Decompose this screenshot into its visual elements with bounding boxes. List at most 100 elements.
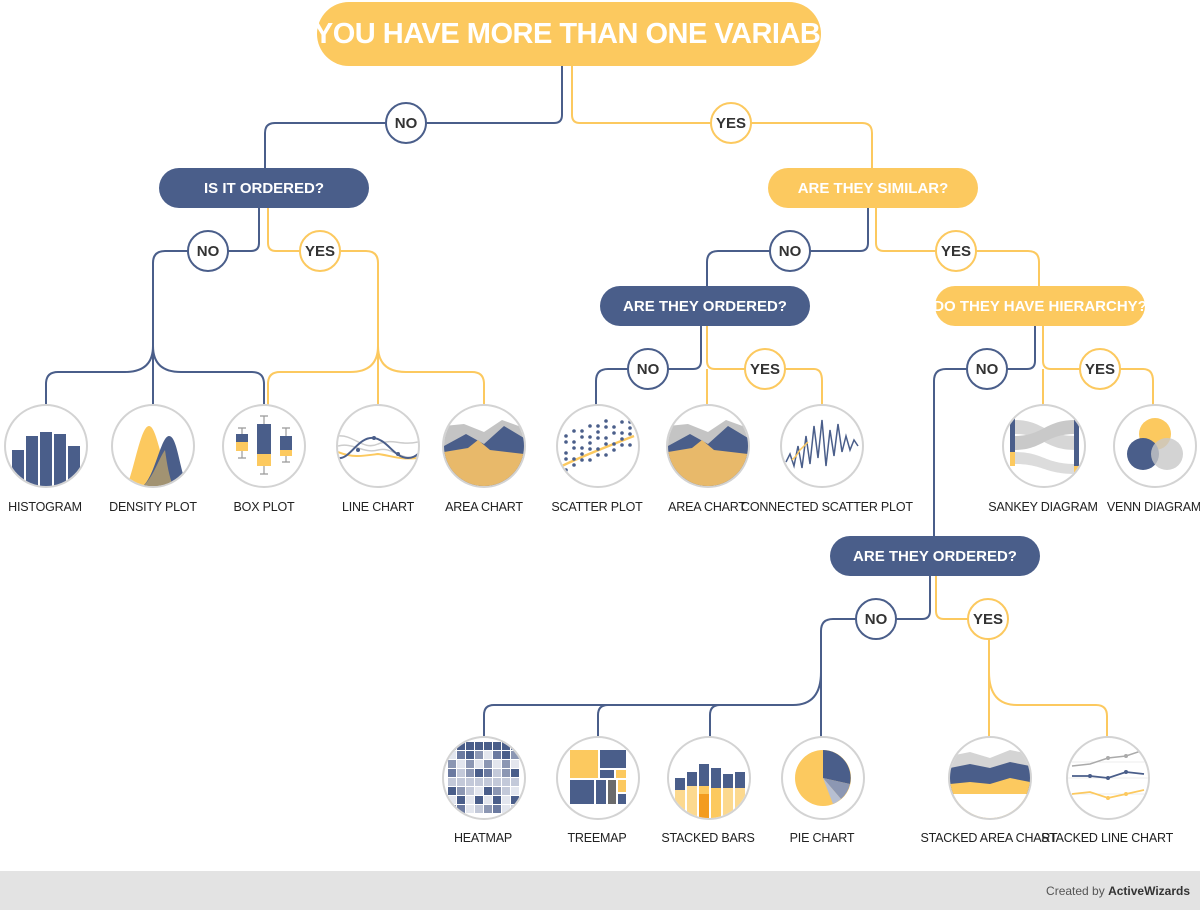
box-plot-icon: [222, 404, 306, 488]
heatmap-cell: [475, 778, 483, 786]
heatmap-cell: [502, 751, 510, 759]
brand-name: ActiveWizards: [1108, 884, 1190, 898]
scatter-dot: [588, 435, 592, 439]
scatter-dot: [596, 424, 600, 428]
heatmap-cell: [466, 778, 474, 786]
pie-chart-icon: [781, 736, 865, 820]
heatmap-cell: [457, 796, 465, 804]
scatter-dot: [612, 425, 616, 429]
heatmap-cell: [511, 796, 519, 804]
scatter-dot: [604, 419, 608, 423]
heatmap-cell: [502, 760, 510, 768]
scatter-plot-icon: [556, 404, 640, 488]
heatmap-cell: [484, 778, 492, 786]
heatmap-cell: [457, 751, 465, 759]
chart-label-area-chart: AREA CHART: [445, 500, 523, 514]
scatter-dot: [620, 431, 624, 435]
heatmap-cell: [466, 787, 474, 795]
heatmap-cell: [475, 796, 483, 804]
area-chart-icon: [442, 404, 526, 488]
heatmap-cell: [448, 760, 456, 768]
scatter-dot: [564, 457, 568, 461]
chart-label-treemap: TREEMAP: [567, 831, 627, 845]
scatter-dot: [580, 458, 584, 462]
heatmap-cell: [475, 805, 483, 813]
heatmap-cell: [502, 778, 510, 786]
heatmap-cell: [457, 778, 465, 786]
heatmap-cell: [511, 787, 519, 795]
scatter-dot: [628, 443, 632, 447]
scatter-dot: [628, 432, 632, 436]
scatter-dot: [580, 446, 584, 450]
chart-label-area-chart: AREA CHART: [668, 500, 746, 514]
question-do-they-have-hierarchy: DO THEY HAVE HIERARCHY?: [933, 286, 1147, 326]
heatmap-cell: [484, 796, 492, 804]
credit-text: Created by ActiveWizards: [1046, 884, 1190, 898]
chart-label-connected-scatter-plot: CONNECTED SCATTER PLOT: [741, 500, 913, 514]
chart-label-stacked-bars: STACKED BARS: [661, 831, 755, 845]
scatter-dot: [628, 426, 632, 430]
heatmap-cell: [493, 778, 501, 786]
scatter-dot: [564, 468, 568, 472]
chart-label-stacked-line-chart: STACKED LINE CHART: [1040, 831, 1174, 845]
heatmap-cell: [466, 742, 474, 750]
heatmap-icon: [442, 736, 526, 820]
heatmap-cell: [475, 769, 483, 777]
scatter-dot: [604, 442, 608, 446]
heatmap-cell: [484, 805, 492, 813]
answer-no: NO: [855, 598, 897, 640]
heatmap-cell: [457, 769, 465, 777]
histogram-icon: [4, 404, 88, 488]
heatmap-cell: [457, 760, 465, 768]
heatmap-cell: [511, 751, 519, 759]
answer-yes: YES: [1079, 348, 1121, 390]
sankey-diagram-icon: [1002, 404, 1086, 488]
heatmap-cell: [484, 769, 492, 777]
answer-no: NO: [627, 348, 669, 390]
answer-yes: YES: [299, 230, 341, 272]
chart-label-box-plot: BOX PLOT: [233, 500, 295, 514]
scatter-dot: [572, 446, 576, 450]
scatter-dot: [572, 440, 576, 444]
heatmap-cell: [493, 787, 501, 795]
answer-no: NO: [385, 102, 427, 144]
stacked-bars-icon: [667, 736, 751, 820]
heatmap-cell: [466, 805, 474, 813]
chart-label-venn-diagram: VENN DIAGRAM: [1106, 500, 1200, 514]
heatmap-cell: [475, 760, 483, 768]
scatter-dot: [596, 447, 600, 451]
heatmap-cell: [484, 742, 492, 750]
chart-label-scatter-plot: SCATTER PLOT: [551, 500, 643, 514]
heatmap-cell: [448, 769, 456, 777]
footer-bar: Created by ActiveWizards: [0, 871, 1200, 910]
question-are-they-ordered-hierarchy: ARE THEY ORDERED?: [830, 536, 1040, 576]
scatter-dot: [564, 434, 568, 438]
heatmap-cell: [493, 751, 501, 759]
heatmap-cell: [448, 787, 456, 795]
heatmap-cell: [466, 751, 474, 759]
heatmap-cell: [475, 751, 483, 759]
heatmap-cell: [493, 760, 501, 768]
heatmap-cell: [466, 760, 474, 768]
heatmap-cell: [511, 760, 519, 768]
line-chart-icon: [336, 404, 420, 488]
scatter-dot: [580, 429, 584, 433]
area-chart-icon: [666, 404, 750, 488]
scatter-dot: [572, 457, 576, 461]
chart-label-line-chart: LINE CHART: [341, 500, 415, 514]
answer-yes: YES: [967, 598, 1009, 640]
scatter-dot: [588, 441, 592, 445]
connected-scatter-plot-icon: [780, 404, 864, 488]
answer-yes: YES: [710, 102, 752, 144]
scatter-dot: [580, 435, 584, 439]
density-plot-icon: [111, 404, 195, 488]
heatmap-cell: [484, 760, 492, 768]
heatmap-cell: [448, 796, 456, 804]
question-are-they-ordered: ARE THEY ORDERED?: [600, 286, 810, 326]
chart-label-heatmap: HEATMAP: [453, 831, 513, 845]
scatter-dot: [596, 436, 600, 440]
scatter-dot: [604, 453, 608, 457]
question-more-than-one-variable: DO YOU HAVE MORE THAN ONE VARIABLE?: [264, 2, 874, 66]
scatter-dot: [620, 420, 624, 424]
heatmap-cell: [457, 787, 465, 795]
